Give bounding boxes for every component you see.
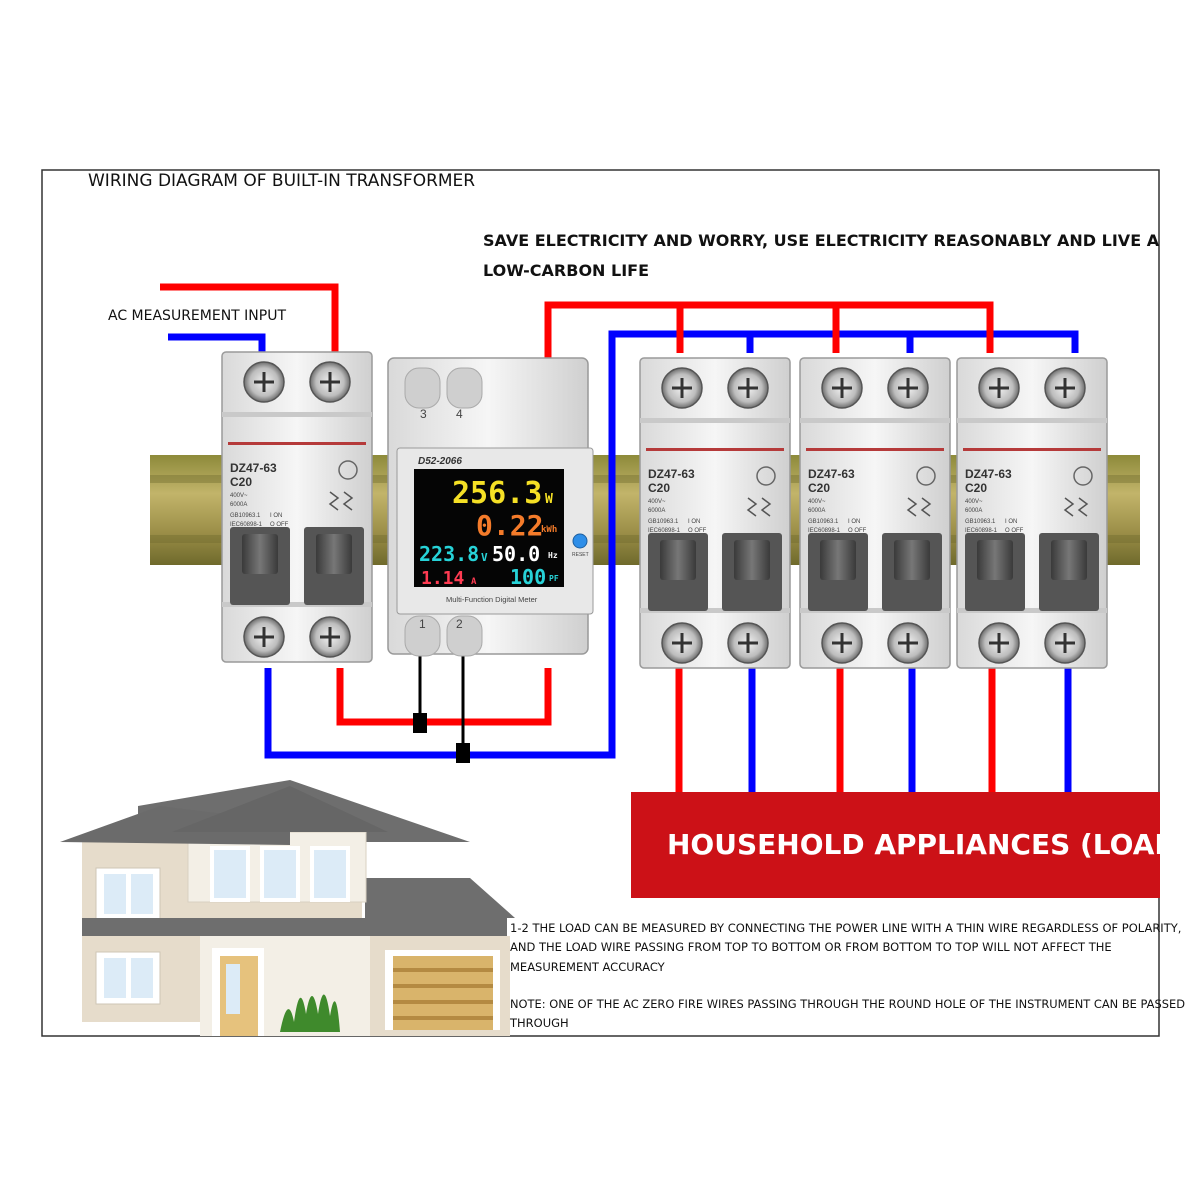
svg-text:I ON: I ON: [688, 519, 700, 525]
meter-caption: Multi-Function Digital Meter: [446, 595, 538, 604]
meter-terminal-4: 4: [456, 407, 463, 421]
diagram-frame: [41, 169, 1160, 1037]
ac-input-label: AC MEASUREMENT INPUT: [108, 308, 286, 324]
svg-text:C20: C20: [230, 475, 252, 489]
load-label: HOUSEHOLD APPLIANCES (LOAD): [667, 828, 1190, 861]
lcd-frequency-unit: Hz: [548, 551, 558, 560]
meter-terminal-3: 3: [420, 407, 427, 421]
lead-clip-2: [456, 743, 470, 763]
main-breaker-label: DZ47-63 C20 400V~ 6000A GB10963.1 IEC608…: [230, 461, 289, 528]
svg-text:400V~: 400V~: [808, 499, 826, 505]
meter-terminal-2: 2: [456, 617, 463, 631]
note-line-4: NOTE: ONE OF THE AC ZERO FIRE WIRES PASS…: [510, 997, 1185, 1011]
svg-text:6000A: 6000A: [965, 508, 982, 514]
input-neutral-wire: [168, 333, 266, 353]
lcd-pf-unit: PF: [549, 574, 559, 583]
svg-text:400V~: 400V~: [648, 499, 666, 505]
slogan-line-2: LOW-CARBON LIFE: [483, 261, 649, 280]
wires: [160, 283, 1079, 793]
svg-text:GB10963.1: GB10963.1: [648, 519, 679, 525]
branch-breaker-3-label: DZ47-63 C20 400V~ 6000A GB10963.1 IEC608…: [965, 467, 1024, 534]
svg-text:IEC60898-1: IEC60898-1: [230, 522, 263, 528]
note-line-1: 1-2 THE LOAD CAN BE MEASURED BY CONNECTI…: [510, 921, 1181, 935]
svg-text:I ON: I ON: [270, 513, 282, 519]
svg-text:C20: C20: [965, 481, 987, 495]
svg-text:C20: C20: [808, 481, 830, 495]
svg-text:GB10963.1: GB10963.1: [965, 519, 996, 525]
lcd-power: 256.3: [452, 476, 542, 511]
load-box: [631, 792, 1160, 898]
lcd-current: 1.14: [421, 568, 465, 589]
svg-text:O OFF: O OFF: [270, 522, 289, 528]
meter-terminal-1: 1: [419, 617, 426, 631]
note-line-2: AND THE LOAD WIRE PASSING FROM TOP TO BO…: [510, 940, 1112, 954]
meter-lcd: [414, 469, 564, 587]
lcd-voltage: 223.8: [419, 542, 479, 566]
diagram-title: WIRING DIAGRAM OF BUILT-IN TRANSFORMER: [88, 171, 475, 191]
live-bus-wire: [544, 301, 994, 360]
meter-model: D52-2066: [418, 456, 462, 467]
reset-label: RESET: [572, 552, 589, 558]
svg-text:O OFF: O OFF: [1005, 528, 1024, 534]
lead-clip-1: [413, 713, 427, 733]
svg-text:O OFF: O OFF: [688, 528, 707, 534]
slogan-line-1: SAVE ELECTRICITY AND WORRY, USE ELECTRIC…: [483, 231, 1160, 250]
svg-text:400V~: 400V~: [965, 499, 983, 505]
note-line-3: MEASUREMENT ACCURACY: [510, 960, 666, 974]
digital-meter: 3 4 D52-2066 256.3 W 0.22 kWh 223.8 V 50…: [387, 357, 594, 657]
main-neutral-out-wire: [264, 330, 1079, 759]
svg-text:IEC60898-1: IEC60898-1: [965, 528, 998, 534]
reset-button-icon: [572, 533, 588, 549]
input-live-wire: [160, 283, 339, 353]
svg-text:DZ47-63: DZ47-63: [965, 467, 1012, 481]
svg-text:6000A: 6000A: [648, 508, 665, 514]
lcd-voltage-unit: V: [481, 551, 488, 564]
svg-text:IEC60898-1: IEC60898-1: [648, 528, 681, 534]
svg-text:I ON: I ON: [848, 519, 860, 525]
svg-text:GB10963.1: GB10963.1: [808, 519, 839, 525]
svg-text:6000A: 6000A: [808, 508, 825, 514]
svg-text:IEC60898-1: IEC60898-1: [808, 528, 841, 534]
note-line-5: THROUGH: [509, 1016, 569, 1030]
measurement-leads: [418, 655, 465, 752]
branch-breaker-2-label: DZ47-63 C20 400V~ 6000A GB10963.1 IEC608…: [808, 467, 867, 534]
svg-text:DZ47-63: DZ47-63: [230, 461, 277, 475]
svg-text:GB10963.1: GB10963.1: [230, 513, 261, 519]
lcd-energy-unit: kWh: [541, 525, 557, 535]
svg-text:O OFF: O OFF: [848, 528, 867, 534]
svg-text:400V~: 400V~: [230, 493, 248, 499]
svg-text:6000A: 6000A: [230, 502, 247, 508]
svg-text:C20: C20: [648, 481, 670, 495]
lcd-current-unit: A: [471, 577, 477, 587]
svg-text:DZ47-63: DZ47-63: [648, 467, 695, 481]
lcd-pf: 100: [510, 565, 546, 589]
lcd-power-unit: W: [545, 492, 553, 507]
lcd-frequency: 50.0: [492, 542, 540, 566]
svg-text:DZ47-63: DZ47-63: [808, 467, 855, 481]
main-live-out-wire: [336, 668, 552, 726]
svg-text:I ON: I ON: [1005, 519, 1017, 525]
lcd-energy: 0.22: [476, 509, 543, 542]
branch-breaker-1-label: DZ47-63 C20 400V~ 6000A GB10963.1 IEC608…: [648, 467, 707, 534]
house-icon: [60, 780, 515, 1036]
